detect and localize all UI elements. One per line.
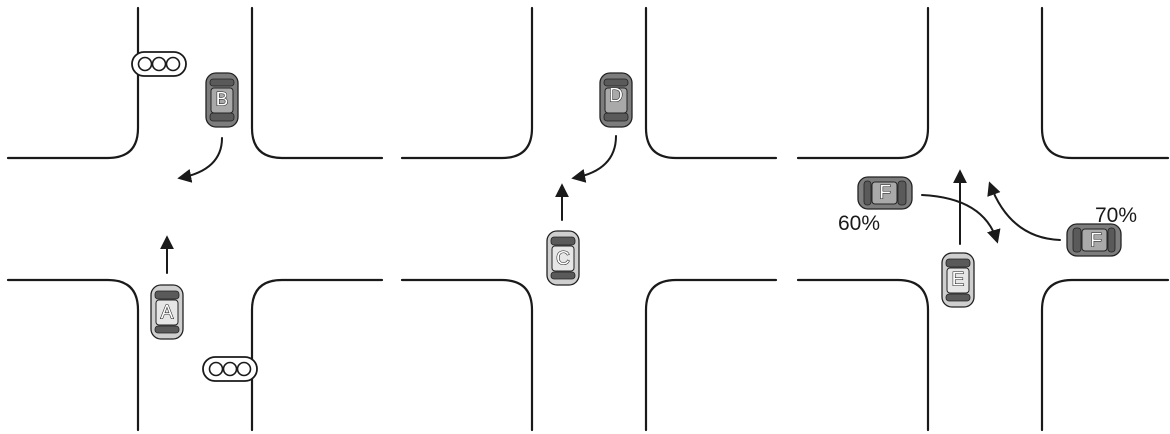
car-d-label: D xyxy=(609,86,623,107)
probability-label-70: 70% xyxy=(1095,204,1137,227)
car-b-label: B xyxy=(216,90,229,111)
arrow-car-b-left-turn xyxy=(177,137,223,183)
panel-middle-intersection: C D xyxy=(400,6,778,432)
car-f-westbound-label: F xyxy=(1090,231,1102,252)
car-f-westbound xyxy=(1066,223,1122,257)
car-b: B xyxy=(205,72,239,128)
road-edges-middle xyxy=(400,6,778,432)
traffic-light-north xyxy=(131,51,187,77)
road-edges-left xyxy=(6,6,384,432)
panel-left-intersection: A B xyxy=(6,6,384,432)
car-c: C xyxy=(546,230,580,286)
arrow-car-f-east-right-turn xyxy=(987,181,1061,241)
road-edges-right xyxy=(796,6,1170,432)
arrow-car-d-left-turn xyxy=(571,135,617,183)
car-f-eastbound-label: F xyxy=(879,183,891,204)
panel-right-intersection: F F E 60% 70% xyxy=(796,6,1170,432)
car-d: D xyxy=(599,72,633,128)
car-e: E xyxy=(941,252,975,308)
traffic-light-south xyxy=(202,356,258,382)
arrow-car-f-west-right-turn xyxy=(921,194,1001,244)
car-f-eastbound xyxy=(857,176,913,210)
car-a-label: A xyxy=(161,303,174,324)
car-a: A xyxy=(150,284,184,340)
car-e-label: E xyxy=(952,270,965,291)
probability-label-60: 60% xyxy=(838,212,880,235)
car-c-label: C xyxy=(556,249,570,270)
